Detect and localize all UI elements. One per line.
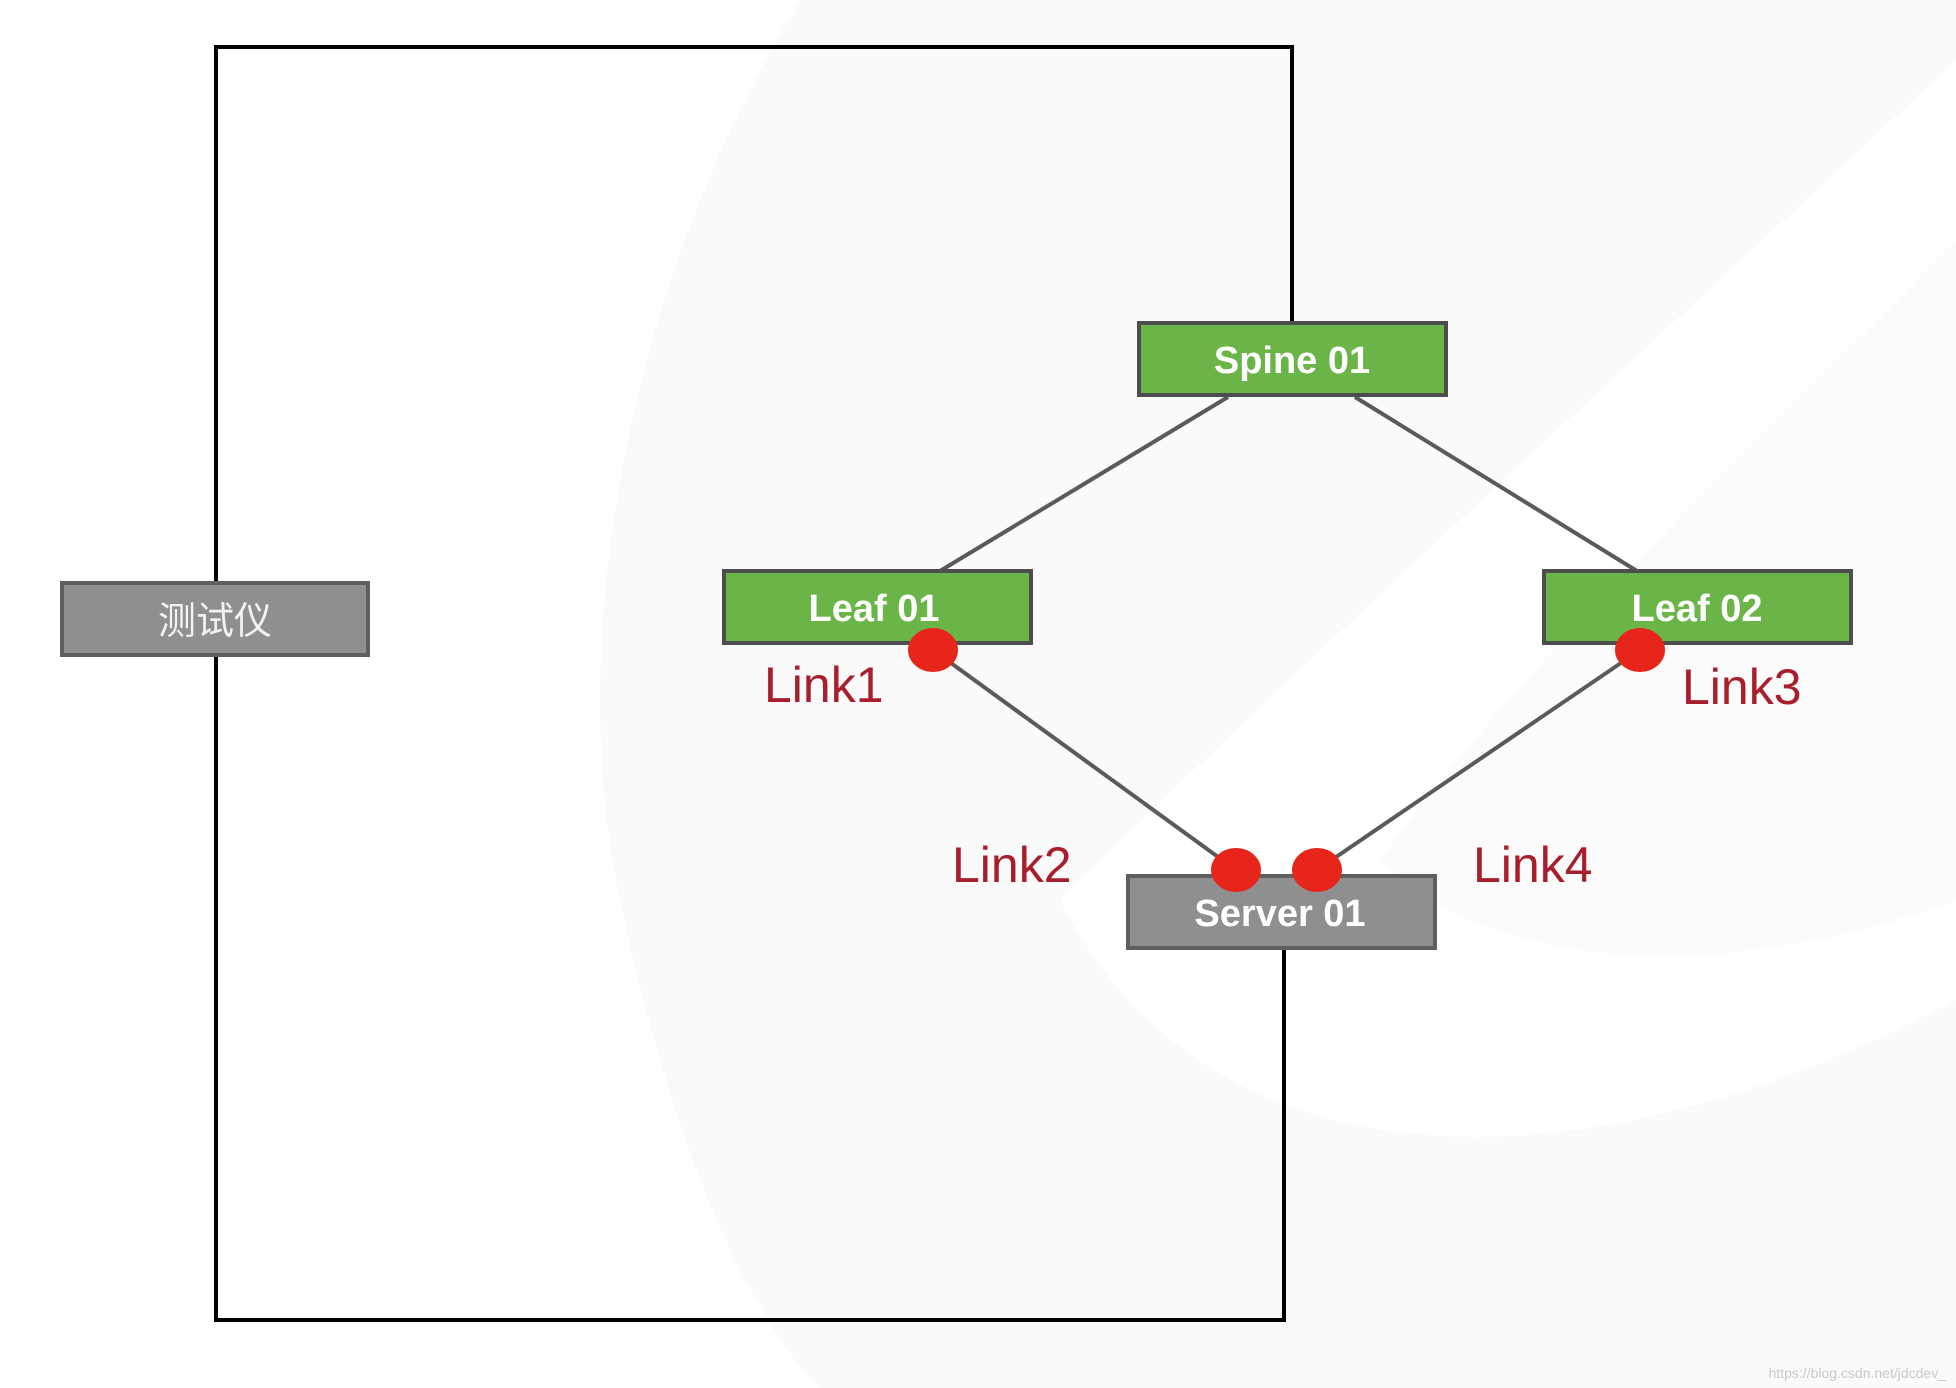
- edge-spine-leaf01: [938, 395, 1230, 573]
- server-01-node[interactable]: Server 01: [1126, 874, 1437, 950]
- fabric-edges: [931, 395, 1642, 872]
- server-01-label: Server 01: [1194, 893, 1365, 935]
- edge-link3-link4: [1315, 648, 1642, 872]
- link3-label: Link3: [1682, 659, 1802, 715]
- edge-spine-leaf02: [1353, 395, 1639, 573]
- link2-port-dot[interactable]: [1211, 848, 1261, 892]
- link2-label: Link2: [952, 837, 1072, 893]
- spine-01-node[interactable]: Spine 01: [1137, 321, 1448, 397]
- leaf-01-node[interactable]: Leaf 01: [722, 569, 1033, 645]
- edge-link1-link2: [931, 648, 1238, 872]
- test-loop-frame: [214, 45, 1294, 1322]
- tester-node[interactable]: 测试仪: [60, 581, 370, 657]
- leaf-02-label: Leaf 02: [1632, 588, 1763, 630]
- leaf-01-label: Leaf 01: [809, 588, 940, 630]
- link1-port-dot[interactable]: [908, 628, 958, 672]
- link-ports: [908, 628, 1665, 892]
- link1-label: Link1: [764, 657, 884, 713]
- spine-01-label: Spine 01: [1214, 340, 1370, 382]
- link4-port-dot[interactable]: [1292, 848, 1342, 892]
- link4-label: Link4: [1473, 837, 1593, 893]
- link3-port-dot[interactable]: [1615, 628, 1665, 672]
- tester-label: 测试仪: [158, 599, 272, 643]
- watermark-url: https://blog.csdn.net/jdcdev_: [1769, 1365, 1947, 1381]
- leaf-02-node[interactable]: Leaf 02: [1542, 569, 1853, 645]
